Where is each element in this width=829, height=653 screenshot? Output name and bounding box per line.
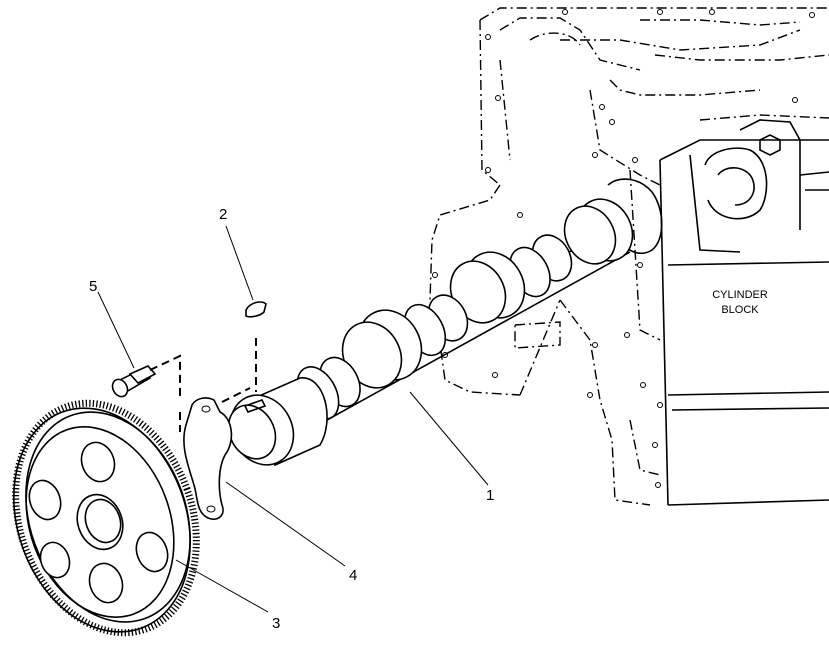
leader-lines (97, 225, 489, 613)
camshaft-gear (12, 399, 200, 637)
callout-thrust-plate: 4 (349, 567, 357, 584)
callout-bolt: 5 (89, 278, 97, 295)
callout-camshaft-gear: 3 (272, 615, 280, 632)
camshaft (227, 198, 634, 467)
cylinder-block-label-line2: BLOCK (721, 304, 759, 316)
bolt (111, 354, 181, 432)
cylinder-block-label-line1: CYLINDER (712, 289, 768, 301)
key (245, 301, 267, 392)
callout-camshaft: 1 (486, 487, 494, 504)
callout-key: 2 (219, 206, 227, 223)
cylinder-block (429, 7, 829, 506)
thrust-plate (183, 387, 251, 520)
